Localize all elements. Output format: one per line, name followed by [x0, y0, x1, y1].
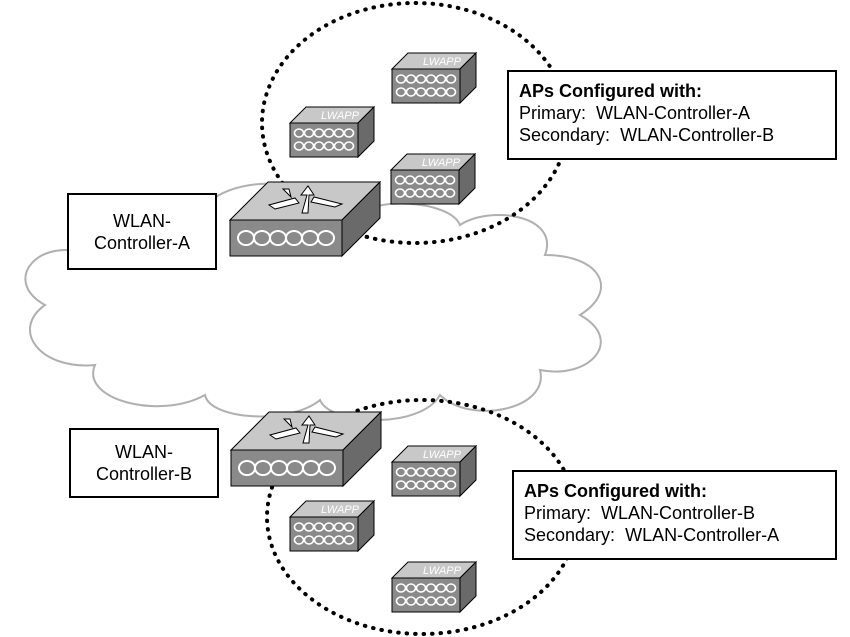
lwapp-label: LWAPP [423, 449, 462, 461]
controller-b-label: WLAN- Controller-B [69, 428, 219, 498]
access-point-icon: LWAPP [390, 51, 478, 105]
ap-group-b-primary: Primary: WLAN-Controller-B [524, 502, 825, 524]
controller-a-label-line1: WLAN- [113, 210, 171, 231]
access-point-icon: LWAPP [288, 105, 376, 159]
router-arrows-icon [268, 415, 345, 444]
ap-group-a-config-box: APs Configured with: Primary: WLAN-Contr… [507, 70, 837, 160]
secondary-value: WLAN-Controller-B [620, 125, 775, 145]
secondary-key: Secondary: [524, 525, 616, 545]
ap-group-a-heading: APs Configured with: [519, 81, 702, 101]
secondary-value: WLAN-Controller-A [625, 525, 780, 545]
primary-key: Primary: [519, 103, 586, 123]
ap-group-b-config-box: APs Configured with: Primary: WLAN-Contr… [512, 470, 837, 560]
controller-b-router-icon [229, 410, 383, 488]
lwapp-label: LWAPP [423, 565, 462, 577]
controller-a-label-line2: Controller-A [93, 232, 191, 253]
access-point-icon: LWAPP [390, 444, 478, 498]
primary-value: WLAN-Controller-A [596, 103, 751, 123]
controller-a-router-icon [228, 180, 382, 258]
lwapp-label: LWAPP [422, 157, 461, 169]
controller-b-label-line2: Controller-B [95, 464, 193, 484]
primary-key: Primary: [524, 503, 591, 523]
controller-b-label-line1: WLAN- [115, 442, 173, 462]
lwapp-label: LWAPP [321, 110, 360, 122]
access-point-icon: LWAPP [288, 499, 376, 553]
access-point-icon: LWAPP [390, 560, 478, 614]
lwapp-label: LWAPP [321, 504, 360, 516]
lwapp-label: LWAPP [423, 56, 462, 68]
secondary-key: Secondary: [519, 125, 611, 145]
controller-a-label: WLAN- Controller-A [67, 193, 217, 270]
ap-group-a-primary: Primary: WLAN-Controller-A [519, 102, 825, 124]
router-arrows-icon [267, 185, 344, 214]
ap-group-a-secondary: Secondary: WLAN-Controller-B [519, 124, 825, 146]
primary-value: WLAN-Controller-B [601, 503, 756, 523]
access-point-icon: LWAPP [389, 152, 477, 206]
ap-group-b-heading: APs Configured with: [524, 481, 707, 501]
ap-group-b-secondary: Secondary: WLAN-Controller-A [524, 524, 825, 546]
